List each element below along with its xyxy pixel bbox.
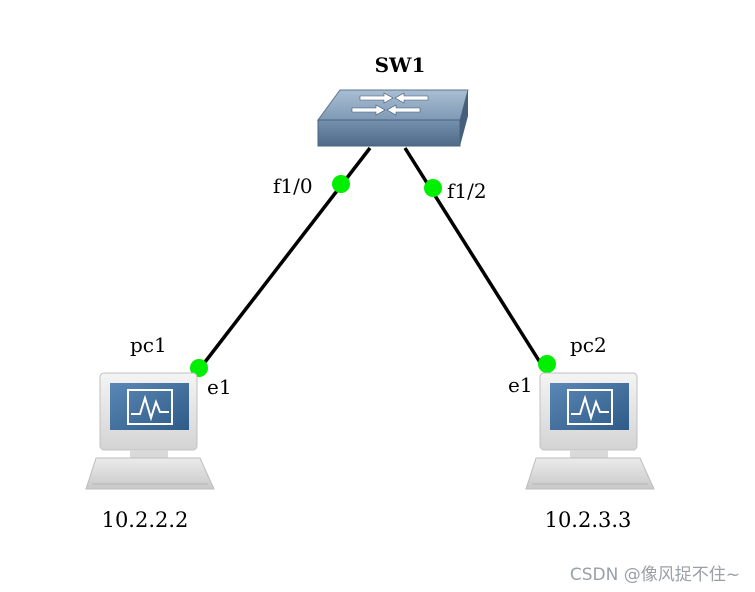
port-dot-f1-0 — [332, 175, 350, 193]
host-ip-pc2: 10.2.3.3 — [545, 508, 632, 532]
port-dot-f1-2 — [424, 179, 442, 197]
switch-label: SW1 — [375, 53, 426, 77]
computer-icon — [525, 372, 655, 490]
port-dot-pc1-e1 — [190, 359, 208, 377]
watermark-text: CSDN @像风捉不住~ — [570, 565, 740, 585]
port-dot-pc2-e1 — [538, 355, 556, 373]
host-pc1[interactable]: pc1 10.2.2.2 — [85, 333, 215, 532]
port-label-pc2-e1: e1 — [508, 373, 533, 397]
port-label-f1-0: f1/0 — [273, 174, 313, 198]
host-label-pc1: pc1 — [130, 333, 167, 357]
host-ip-pc1: 10.2.2.2 — [102, 508, 189, 532]
host-label-pc2: pc2 — [570, 333, 607, 357]
computer-icon — [85, 372, 215, 490]
switch-sw1[interactable]: SW1 — [317, 53, 469, 147]
port-label-f1-2: f1/2 — [447, 179, 487, 203]
network-switch-icon — [317, 89, 469, 147]
port-label-pc1-e1: e1 — [207, 375, 232, 399]
host-pc2[interactable]: pc2 10.2.3.3 — [525, 333, 655, 532]
